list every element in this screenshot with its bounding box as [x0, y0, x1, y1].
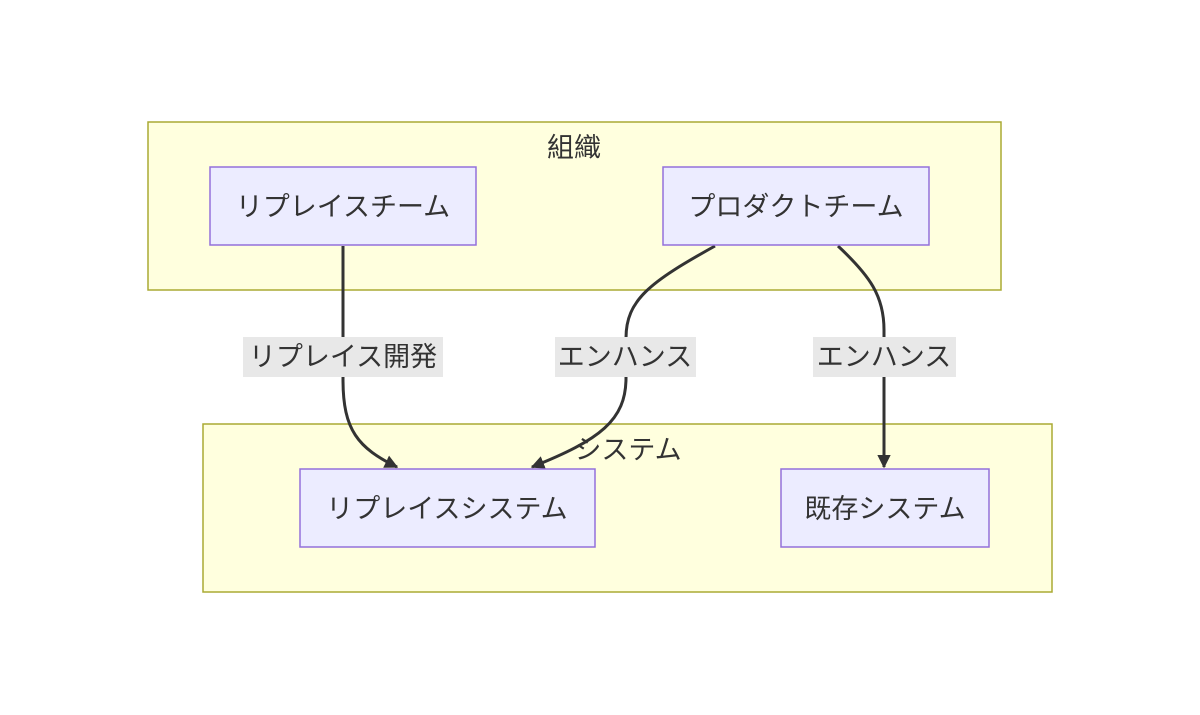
node-label: プロダクトチーム — [688, 192, 903, 223]
edge-product-team-to-replace-system — [530, 244, 716, 469]
edge-label-replace-development: リプレイス開発 — [243, 337, 443, 377]
node-replace-system[interactable]: リプレイスシステム — [299, 468, 596, 548]
edge-replace-team-to-replace-system — [341, 246, 399, 469]
edge-product-team-to-existing-system — [836, 244, 891, 469]
node-box — [299, 468, 596, 548]
node-label: リプレイスチーム — [236, 192, 450, 223]
node-box — [780, 468, 990, 548]
edge-label-background — [813, 337, 956, 377]
edge-label-enhance-2: エンハンス — [813, 337, 956, 377]
node-box — [209, 166, 477, 246]
node-existing-system[interactable]: 既存システム — [780, 468, 990, 548]
edge-label-enhance-1: エンハンス — [555, 337, 696, 377]
node-box — [662, 166, 930, 246]
edge-label-text: エンハンス — [817, 342, 951, 373]
cluster-system-title: システム — [574, 435, 681, 466]
edge-label-text: エンハンス — [558, 342, 692, 373]
edge-label-text: リプレイス開発 — [249, 342, 437, 373]
edge-label-background — [243, 337, 443, 377]
edge-label-background — [555, 337, 696, 377]
node-product-team[interactable]: プロダクトチーム — [662, 166, 930, 246]
node-label: 既存システム — [804, 494, 965, 525]
edges — [341, 244, 891, 469]
node-replace-team[interactable]: リプレイスチーム — [209, 166, 477, 246]
cluster-organization-title: 組織 — [547, 133, 601, 164]
node-label: リプレイスシステム — [326, 494, 567, 525]
